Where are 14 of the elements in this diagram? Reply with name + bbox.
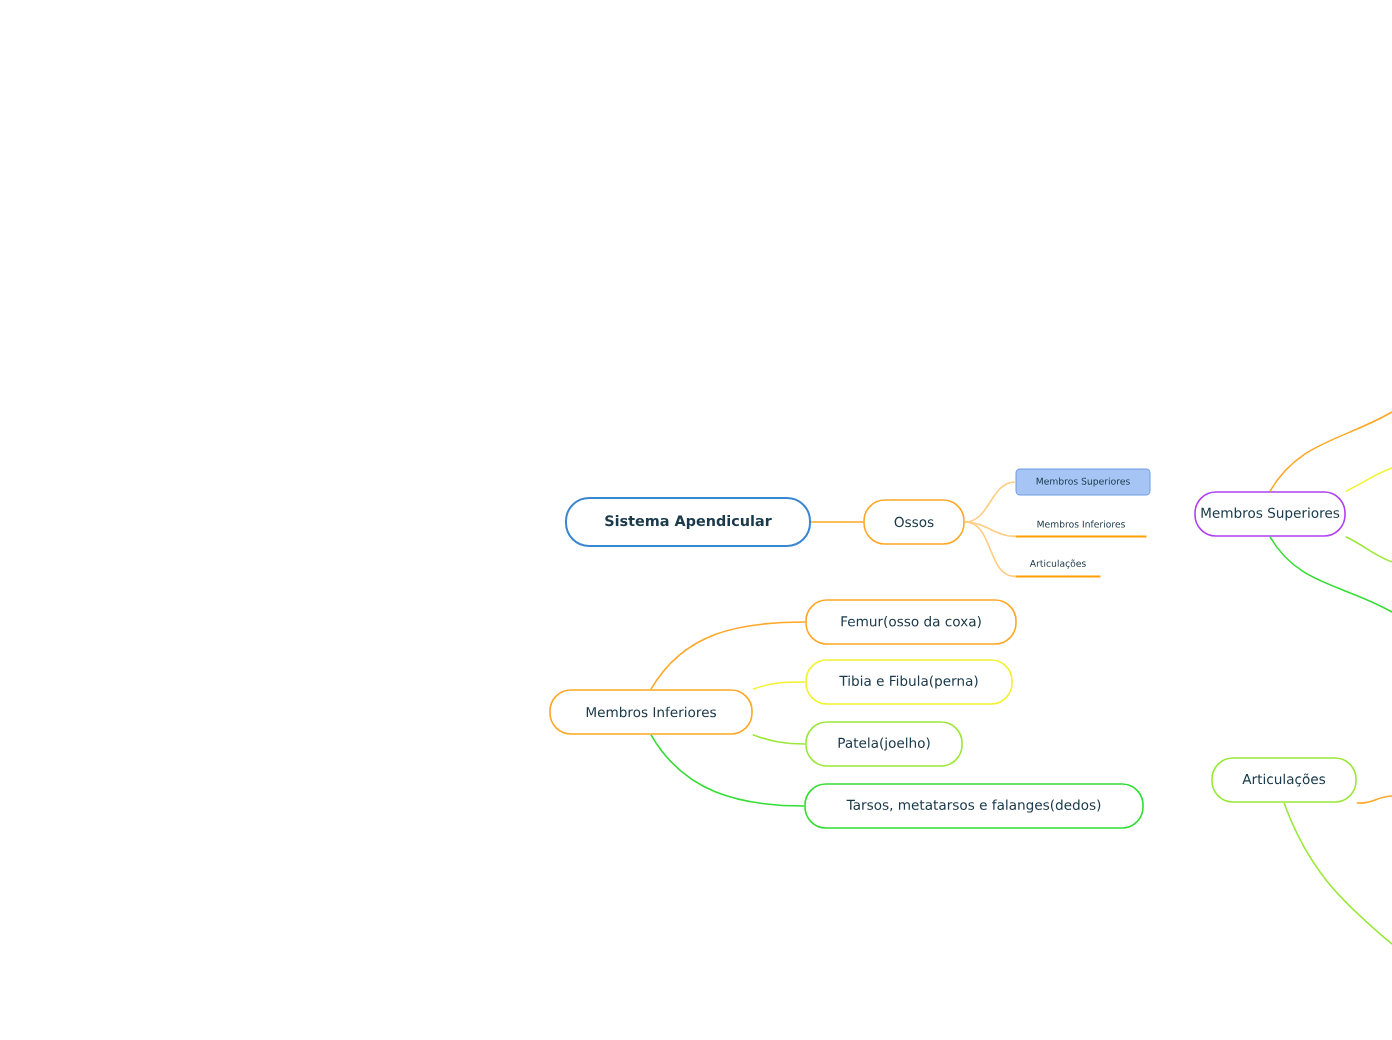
connector [964, 521, 1017, 538]
connector [752, 681, 806, 690]
connector [1269, 411, 1392, 492]
connector [1345, 536, 1392, 563]
connector [964, 521, 1017, 578]
connector [964, 481, 1017, 523]
connector [1345, 467, 1392, 492]
connector [1269, 536, 1392, 613]
connector [650, 734, 805, 807]
connector [650, 621, 806, 690]
connector [1283, 802, 1392, 945]
connector [752, 734, 806, 745]
connector [810, 521, 864, 523]
connector [1356, 795, 1392, 804]
